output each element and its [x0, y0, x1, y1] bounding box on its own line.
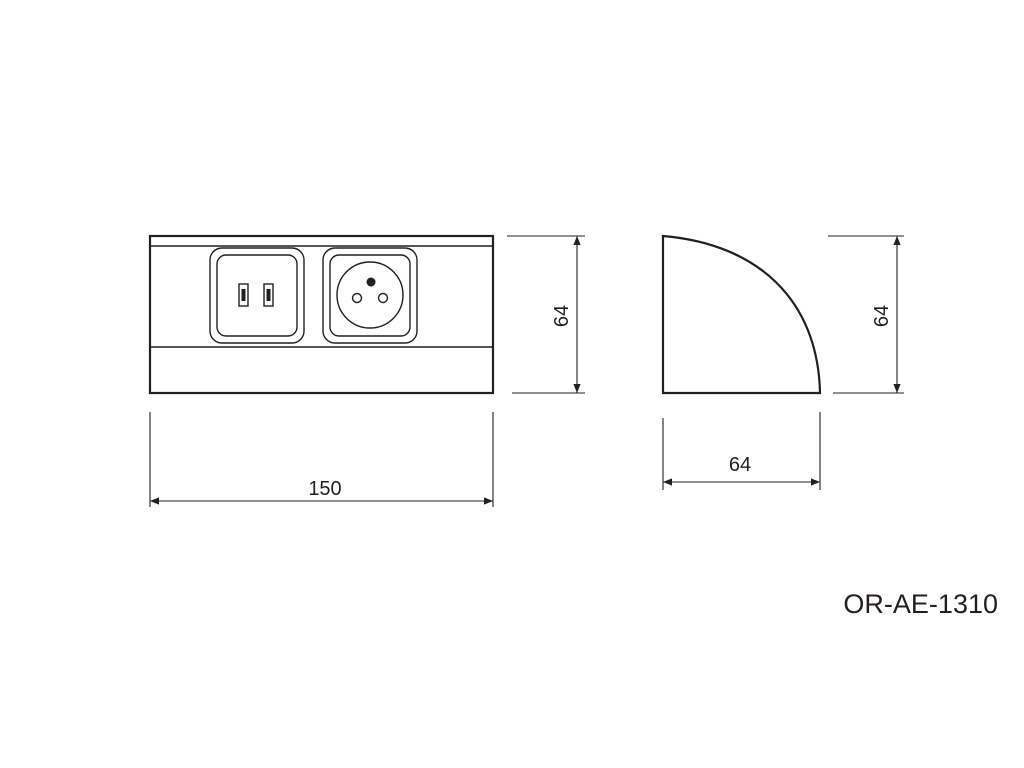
usb-charger-icon — [209, 247, 305, 344]
front-view — [148, 234, 495, 395]
side-height-dimension: 64 — [828, 235, 904, 394]
french-socket-icon — [322, 247, 418, 344]
side-depth-dimension: 64 — [662, 412, 821, 490]
front-height-label: 64 — [551, 305, 573, 327]
front-width-dimension: 150 — [149, 412, 494, 507]
side-height-label: 64 — [871, 305, 893, 327]
model-code: OR-AE-1310 — [843, 589, 998, 619]
side-view — [661, 234, 822, 395]
side-profile-outline — [661, 234, 822, 395]
front-height-dimension: 64 — [507, 235, 585, 394]
side-depth-label: 64 — [729, 454, 751, 476]
front-body-outline — [148, 234, 495, 395]
front-width-label: 150 — [308, 478, 341, 500]
